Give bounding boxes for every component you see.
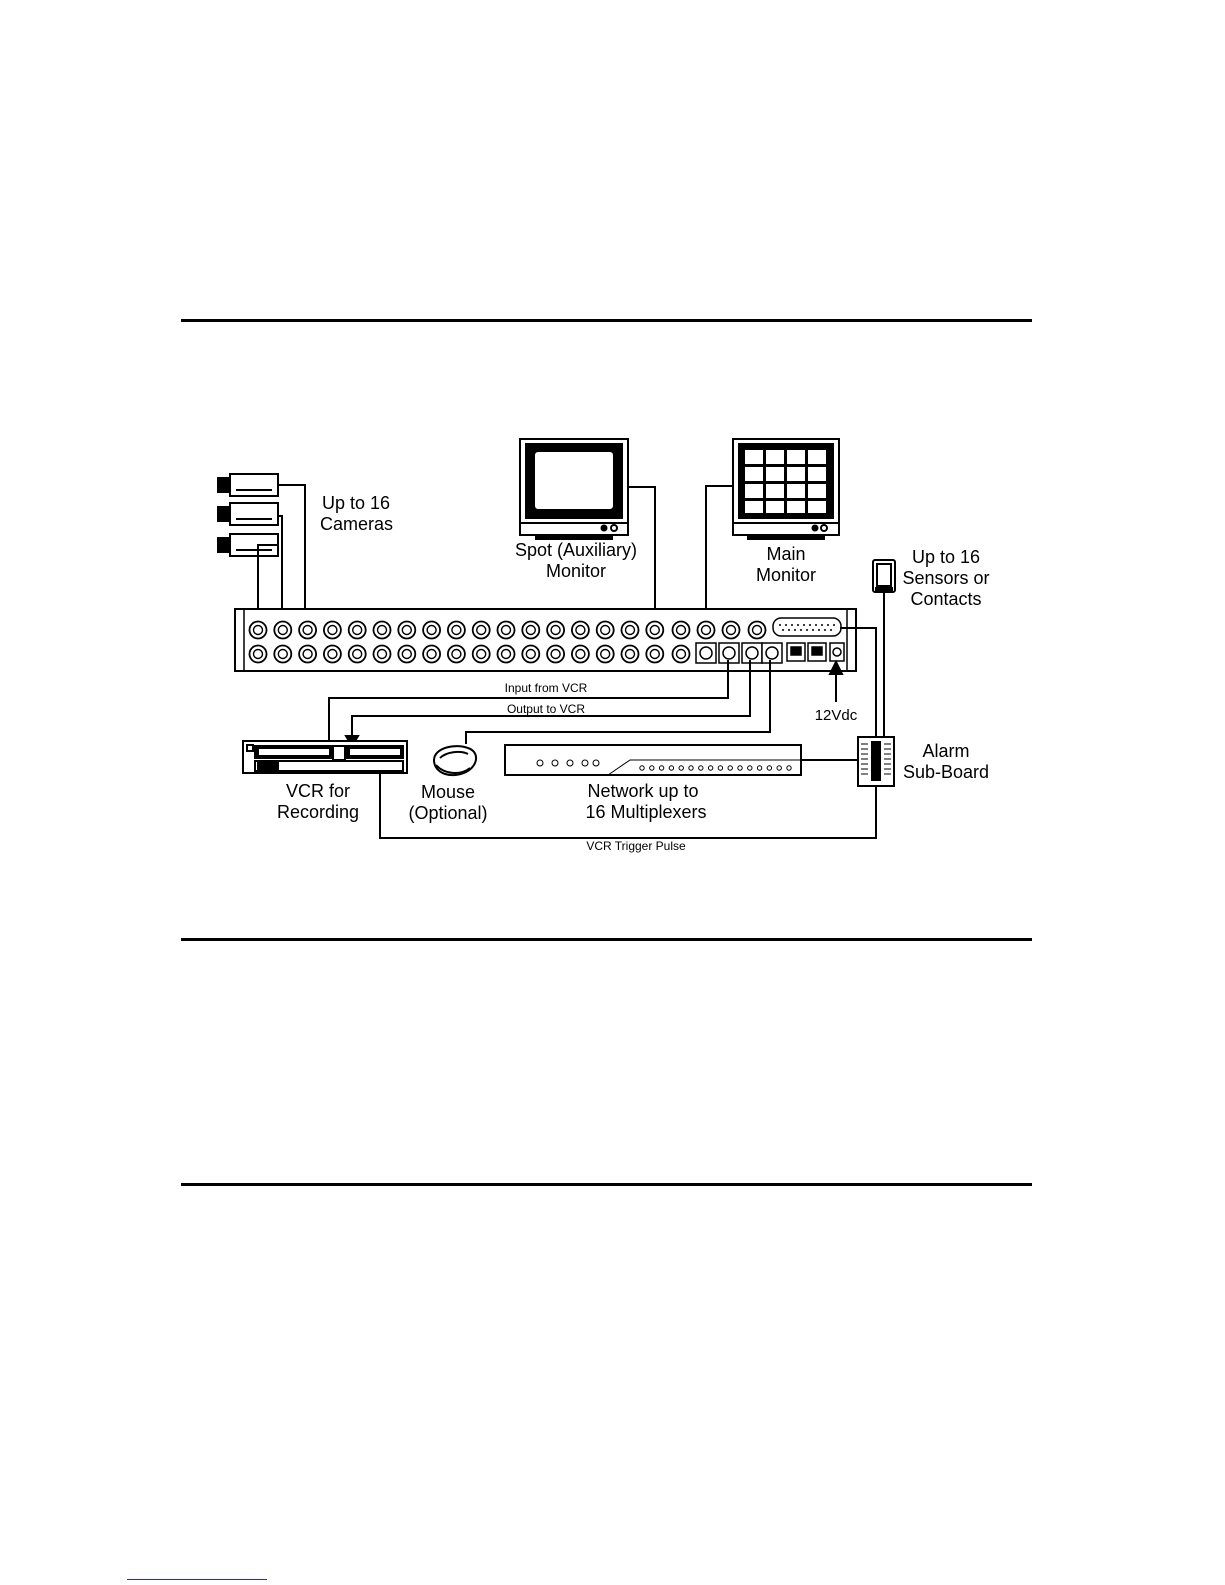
- power-label: 12Vdc: [815, 707, 858, 724]
- bnc-connector: [597, 622, 614, 639]
- bnc-connector: [622, 622, 639, 639]
- alarm-sub-board-label-line2: Sub-Board: [903, 762, 989, 782]
- front-led: [650, 766, 654, 770]
- front-led: [640, 766, 644, 770]
- bnc-connector: [448, 646, 465, 663]
- bnc-connector: [498, 646, 515, 663]
- front-led: [708, 766, 712, 770]
- front-led: [659, 766, 663, 770]
- front-led: [777, 766, 781, 770]
- bnc-connector: [250, 622, 267, 639]
- vcr-icon: [243, 741, 407, 773]
- sensors-label-line2: Sensors or: [902, 568, 989, 588]
- bnc-connector: [673, 646, 690, 663]
- input-from-vcr-label: Input from VCR: [505, 681, 588, 695]
- bnc-connector: [324, 622, 341, 639]
- sensors-label-line3: Contacts: [910, 589, 981, 609]
- sensors-label-line1: Up to 16: [912, 547, 980, 567]
- bnc-connector: [572, 646, 589, 663]
- front-button: [567, 760, 573, 766]
- front-led: [728, 766, 732, 770]
- front-led: [699, 766, 703, 770]
- bnc-connector: [374, 622, 391, 639]
- cameras-label-line1: Up to 16: [322, 493, 390, 513]
- main-monitor-label-line2: Monitor: [756, 565, 816, 585]
- bnc-connector: [423, 646, 440, 663]
- bnc-connector: [299, 646, 316, 663]
- front-led: [767, 766, 771, 770]
- bnc-connector: [274, 646, 291, 663]
- bnc-connector: [622, 646, 639, 663]
- bnc-connector: [423, 622, 440, 639]
- monitor-cables: [628, 486, 733, 622]
- mouse-label-line2: (Optional): [408, 803, 487, 823]
- bnc-connector: [723, 622, 740, 639]
- front-led: [787, 766, 791, 770]
- network-label-line2: 16 Multiplexers: [585, 802, 706, 822]
- network-multiplexer-icon: [505, 745, 801, 775]
- bnc-connector: [473, 622, 490, 639]
- bnc-connector: [547, 646, 564, 663]
- bnc-connector: [448, 622, 465, 639]
- vcr-trigger-pulse-label: VCR Trigger Pulse: [586, 839, 686, 853]
- bnc-connector: [547, 622, 564, 639]
- bnc-connector: [749, 622, 766, 639]
- mouse-label-line1: Mouse: [421, 782, 475, 802]
- front-led: [757, 766, 761, 770]
- vcr-label-line2: Recording: [277, 802, 359, 822]
- spot-monitor-label-line2: Monitor: [546, 561, 606, 581]
- bnc-connector: [299, 622, 316, 639]
- mouse-icon: [434, 746, 476, 775]
- front-button: [537, 760, 543, 766]
- output-to-vcr-label: Output to VCR: [507, 702, 585, 716]
- bnc-connector: [572, 622, 589, 639]
- bnc-connector: [324, 646, 341, 663]
- alarm-sub-board-label-line1: Alarm: [922, 741, 969, 761]
- camera-icon: [218, 474, 278, 496]
- main-monitor-label-line1: Main: [766, 544, 805, 564]
- bnc-connector: [473, 646, 490, 663]
- bnc-connector: [698, 622, 715, 639]
- camera-icon: [218, 503, 278, 525]
- bnc-connector: [250, 646, 267, 663]
- main-monitor-icon: [733, 439, 839, 539]
- bnc-connector: [673, 622, 690, 639]
- front-led: [738, 766, 742, 770]
- front-button: [593, 760, 599, 766]
- front-led: [689, 766, 693, 770]
- bnc-connector: [349, 646, 366, 663]
- front-led: [679, 766, 683, 770]
- cameras-label-line2: Cameras: [320, 514, 393, 534]
- front-led: [669, 766, 673, 770]
- front-led: [718, 766, 722, 770]
- bnc-connector: [646, 646, 663, 663]
- front-button: [552, 760, 558, 766]
- spot-monitor-label-line1: Spot (Auxiliary): [515, 540, 637, 560]
- bnc-connector: [498, 622, 515, 639]
- network-label-line1: Network up to: [587, 781, 698, 801]
- bnc-connector: [398, 646, 415, 663]
- bnc-connector: [522, 622, 539, 639]
- alarm-sub-board-icon: [858, 737, 894, 786]
- bnc-connector: [274, 622, 291, 639]
- bnc-connector: [522, 646, 539, 663]
- bnc-connector: [646, 622, 663, 639]
- spot-monitor-icon: [520, 439, 628, 539]
- bnc-connector: [398, 622, 415, 639]
- bnc-connector: [374, 646, 391, 663]
- front-led: [748, 766, 752, 770]
- multiplexer-rear-panel: [235, 609, 856, 671]
- sensor-icon: [873, 560, 895, 592]
- vcr-label-line1: VCR for: [286, 781, 350, 801]
- front-button: [582, 760, 588, 766]
- bnc-connector: [349, 622, 366, 639]
- bnc-connector: [597, 646, 614, 663]
